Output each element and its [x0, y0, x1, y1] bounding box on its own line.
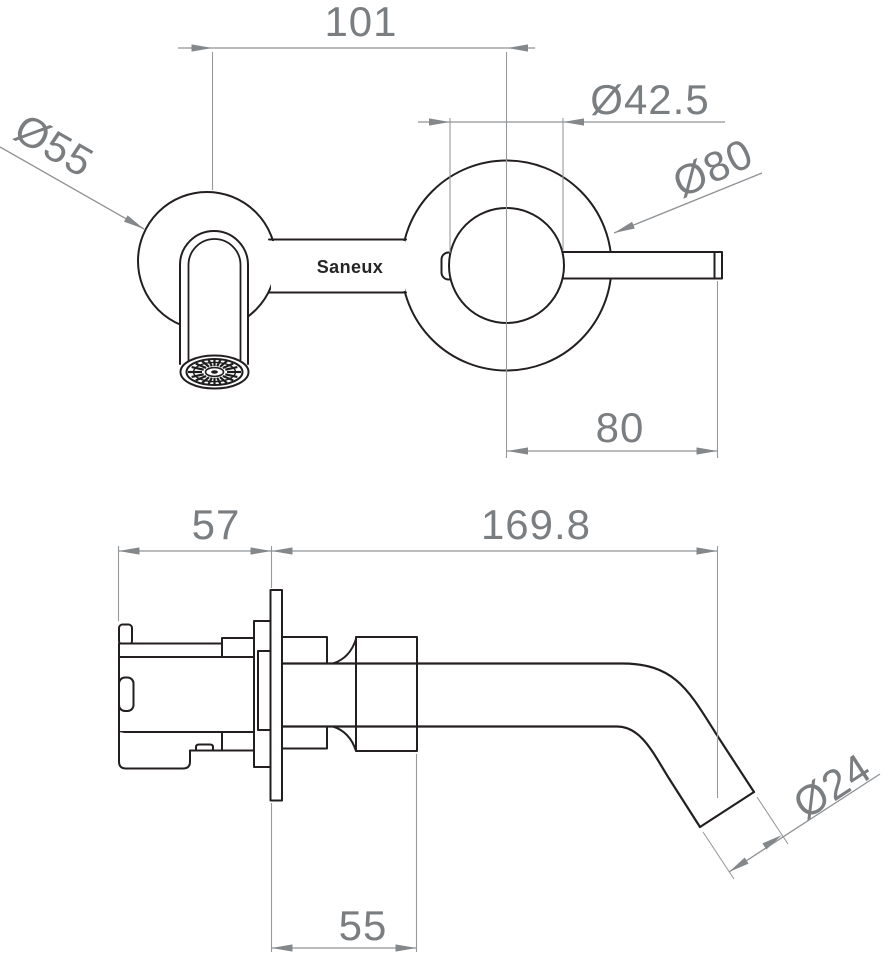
dimension-80: 80 — [507, 281, 719, 458]
front-view: Saneux — [137, 159, 723, 390]
dim-55-dia-text: Ø55 — [7, 104, 102, 186]
body-side-notch — [118, 676, 135, 712]
spout-nut — [355, 636, 418, 752]
aerator-icon — [185, 358, 244, 386]
dim-80-dia-text: Ø80 — [666, 129, 761, 206]
spout-tip-face — [698, 790, 756, 829]
dim-24-dia-text: Ø24 — [785, 744, 880, 828]
dim-101-text: 101 — [324, 0, 397, 45]
dimension-55-dia: Ø55 — [0, 104, 146, 233]
dim-57-text: 57 — [192, 501, 241, 548]
dimension-42-5: Ø42.5 — [418, 76, 725, 253]
dimension-57: 57 — [117, 501, 273, 621]
valve-body — [118, 620, 272, 770]
wall-plate — [269, 589, 283, 802]
spout-fittings — [281, 636, 418, 752]
dimension-80-dia: Ø80 — [612, 129, 763, 237]
dim-55-text: 55 — [339, 902, 388, 949]
dimension-169-8: 169.8 — [271, 501, 719, 798]
connecting-bar-fill — [271, 241, 405, 291]
mounting-flange — [253, 620, 272, 768]
front-view-dimensions: 101 Ø42.5 Ø55 Ø80 80 — [0, 0, 763, 458]
spout-front — [179, 230, 250, 390]
brand-label: Saneux — [317, 257, 383, 277]
dimension-24-dia: Ø24 — [702, 744, 881, 880]
lever-handle — [555, 251, 723, 280]
dimension-101: 101 — [178, 0, 535, 52]
dim-42-5-text: Ø42.5 — [590, 76, 709, 123]
dimension-55: 55 — [270, 754, 418, 952]
dim-80-text: 80 — [596, 404, 645, 451]
side-view — [118, 589, 756, 829]
dim-169-8-text: 169.8 — [481, 501, 591, 548]
